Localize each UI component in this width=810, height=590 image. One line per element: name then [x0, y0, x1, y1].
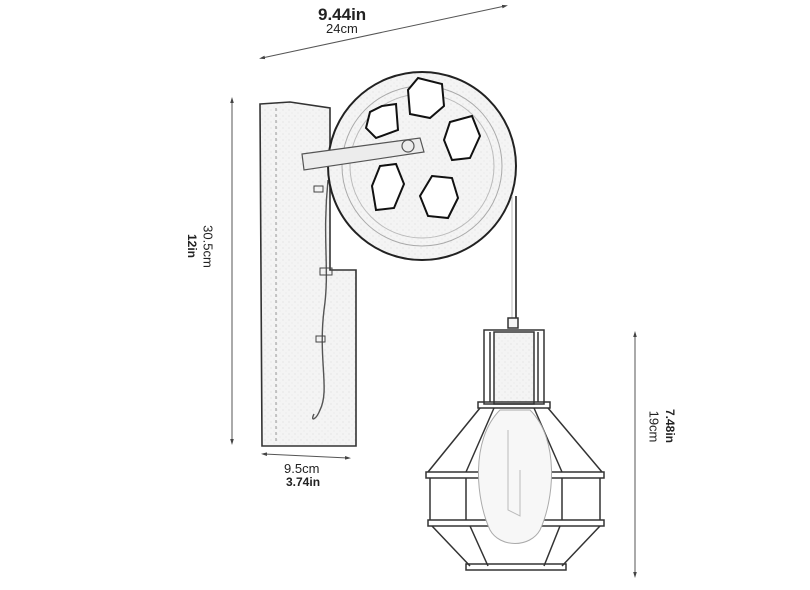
- lamp-socket: [493, 331, 535, 405]
- pulley-hole-3: [418, 174, 460, 220]
- backplate-width-metric-label: 9.5cm: [284, 461, 320, 476]
- lamp-height-imperial-label: 7.48in: [663, 408, 677, 444]
- cord-clip-3: [315, 335, 326, 343]
- width-dimension-line: [259, 4, 508, 60]
- width-metric-label: 24cm: [326, 21, 358, 36]
- cage-lamp: [425, 317, 605, 571]
- backplate-width-dimension-line: [261, 452, 351, 460]
- pulley-axle: [401, 139, 415, 153]
- backplate-width-imperial-label: 3.74in: [286, 475, 321, 489]
- pulley-hole-4: [370, 162, 406, 212]
- dimension-lines: [230, 4, 637, 578]
- pulley-hole-2: [442, 114, 482, 162]
- height-metric-label: 30.5cm: [200, 225, 216, 268]
- height-imperial-label: 12in: [185, 233, 199, 258]
- power-cord: [311, 179, 329, 420]
- cord-clip-2: [319, 267, 333, 276]
- width-imperial-label: 9.44in: [318, 5, 367, 24]
- cord-clip-1: [313, 185, 324, 193]
- pulley-hole-1: [406, 76, 446, 120]
- pulley-arm: [301, 137, 425, 171]
- pulley-hole-5: [364, 102, 400, 140]
- wall-backplate: [259, 101, 357, 447]
- pulley-wheel: [301, 71, 517, 261]
- lamp-height-metric-label: 19cm: [646, 410, 662, 443]
- edison-bulb: [478, 409, 552, 544]
